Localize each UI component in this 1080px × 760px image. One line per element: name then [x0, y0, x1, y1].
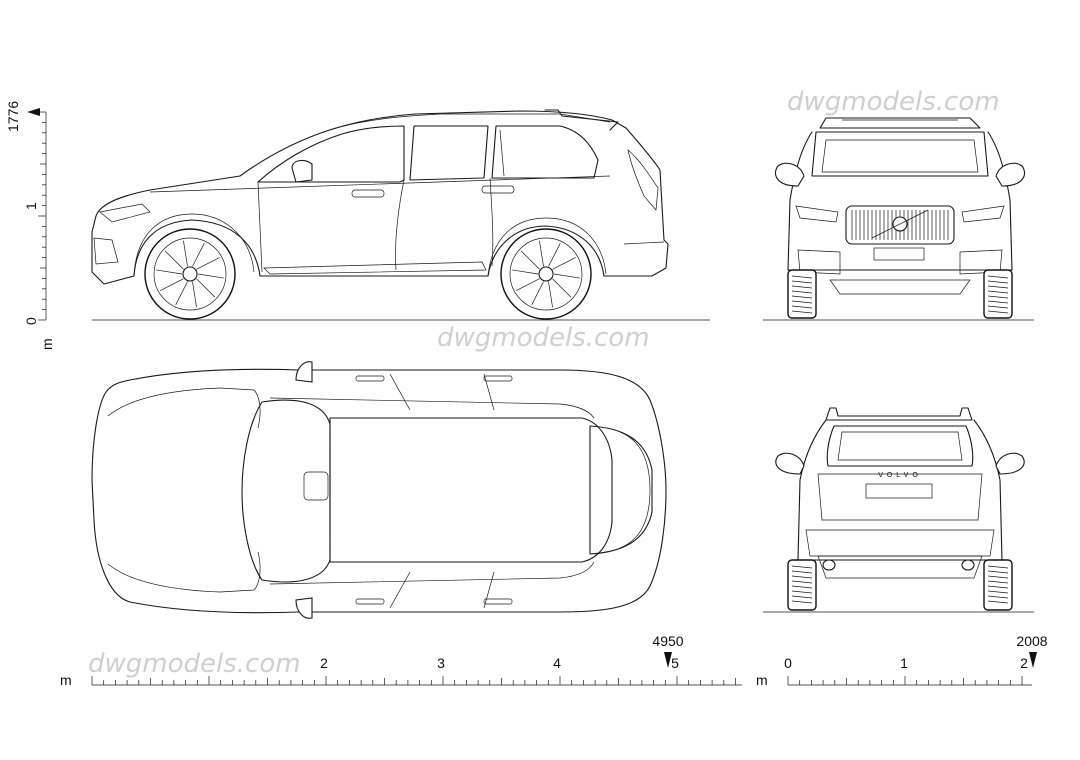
wheel-spoke	[160, 278, 184, 291]
tyre-tread	[791, 580, 813, 584]
tyre-tread	[791, 285, 813, 289]
tyre-tread	[791, 590, 813, 594]
tyre-tread	[987, 585, 1009, 589]
width-scale-unit: m	[756, 672, 768, 688]
tyre-tread	[791, 275, 813, 279]
tyre-tread	[791, 585, 813, 589]
tyre-tread	[987, 565, 1009, 569]
vertical-tick-label-0: 0	[23, 317, 39, 325]
tyre-tread	[987, 295, 1009, 299]
length-tick-label-4: 4	[553, 655, 561, 671]
wheel-spoke	[520, 250, 540, 270]
wheel-spoke	[192, 281, 197, 308]
wheel-spoke	[197, 273, 224, 279]
height-marker-icon	[27, 108, 40, 116]
tyre-tread	[987, 300, 1009, 304]
vertical-scale-unit: m	[39, 338, 55, 350]
width-value: 2008	[1016, 633, 1047, 649]
length-value: 4950	[652, 633, 683, 649]
wheel-spoke	[183, 240, 188, 267]
tyre-tread	[987, 285, 1009, 289]
side-front-wheel	[144, 228, 236, 320]
length-marker-icon	[664, 652, 672, 668]
wheel-spoke	[175, 281, 188, 306]
length-tick-label-3: 3	[437, 655, 445, 671]
tyre-tread	[791, 300, 813, 304]
front-grille	[845, 205, 955, 245]
wheel-spoke	[553, 273, 580, 279]
tyre-tread	[987, 575, 1009, 579]
watermark-top-right: dwgmodels.com	[787, 87, 1000, 117]
front-view	[763, 117, 1034, 321]
wheel-spoke	[548, 281, 553, 308]
wheel-spoke	[156, 269, 183, 275]
tyre-tread	[791, 295, 813, 299]
wheel-spoke	[192, 242, 205, 267]
side-rear-wheel	[500, 228, 592, 320]
vertical-scale: 1776 1 0 m	[5, 101, 55, 350]
tyre-tread	[987, 570, 1009, 574]
height-value: 1776	[5, 101, 21, 132]
tyre-tread	[987, 290, 1009, 294]
tyre-tread	[791, 570, 813, 574]
wheel-spoke	[196, 278, 216, 298]
wheel-spoke	[512, 269, 539, 275]
length-scale: m 2 3 4 5 4950	[60, 633, 742, 688]
tyre-tread	[791, 600, 813, 604]
wheel-spoke	[531, 281, 544, 306]
width-tick-label-1: 1	[900, 655, 908, 671]
wheel-spoke	[164, 250, 184, 270]
tyre-tread	[987, 280, 1009, 284]
tyre-tread	[791, 575, 813, 579]
width-scale: m 0 1 2 2008	[756, 633, 1048, 688]
tyre-tread	[791, 565, 813, 569]
wheel-spoke	[539, 240, 544, 267]
tyre-tread	[987, 590, 1009, 594]
wheel-spoke	[516, 278, 540, 291]
rear-badge: VOLVO	[878, 472, 922, 479]
width-marker-icon	[1029, 652, 1037, 668]
length-tick-label-5: 5	[671, 655, 679, 671]
tyre-tread	[987, 310, 1009, 314]
tyre-tread	[791, 305, 813, 309]
tyre-tread	[987, 275, 1009, 279]
wheel-spoke	[552, 278, 572, 298]
watermark-center: dwgmodels.com	[437, 323, 650, 353]
width-tick-label-2: 2	[1020, 655, 1028, 671]
wheel-spoke	[548, 242, 561, 267]
watermark-bottom-left: dwgmodels.com	[88, 649, 301, 679]
tyre-tread	[791, 310, 813, 314]
length-tick-label-2: 2	[320, 655, 328, 671]
tyre-tread	[987, 580, 1009, 584]
tyre-tread	[987, 305, 1009, 309]
side-view	[91, 109, 710, 321]
vertical-scale-ticks	[38, 111, 46, 321]
tyre-tread	[987, 595, 1009, 599]
width-tick-label-0: 0	[784, 655, 792, 671]
tyre-tread	[791, 280, 813, 284]
tyre-tread	[987, 600, 1009, 604]
rear-plate	[865, 483, 933, 499]
top-view	[91, 361, 667, 619]
tyre-tread	[791, 595, 813, 599]
wheel-spoke	[552, 257, 576, 270]
rear-view: VOLVO	[763, 407, 1034, 613]
wheel-spoke	[196, 257, 220, 270]
tyre-tread	[791, 290, 813, 294]
length-scale-unit: m	[60, 672, 72, 688]
vertical-tick-label-1: 1	[23, 202, 39, 210]
